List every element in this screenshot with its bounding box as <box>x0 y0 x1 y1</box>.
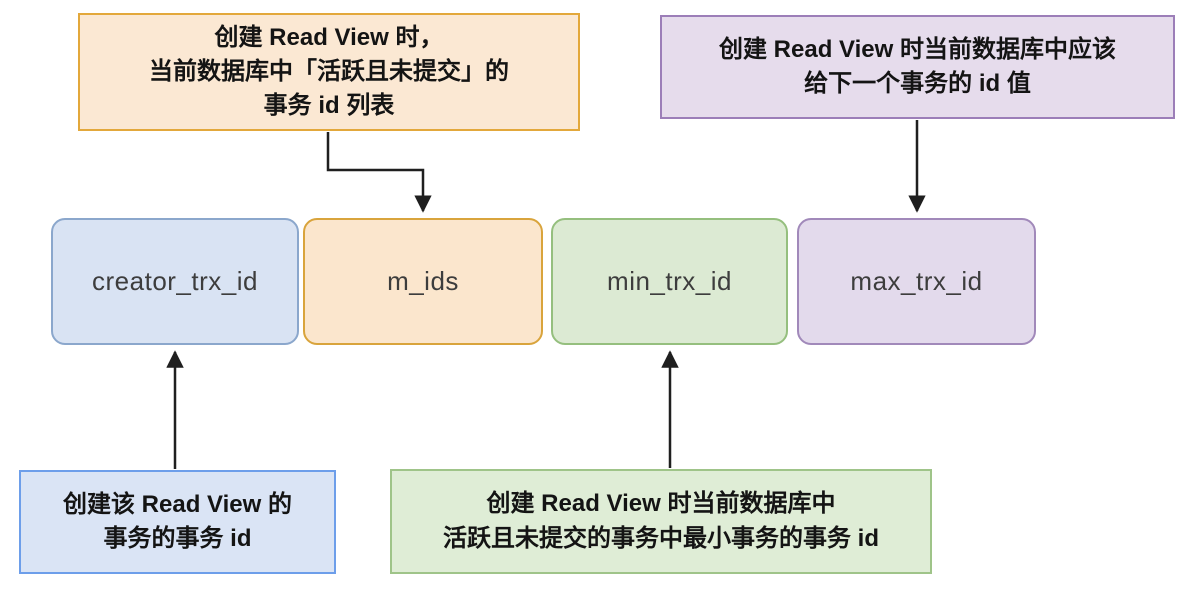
annotation-line: 给下一个事务的 id 值 <box>804 70 1031 97</box>
annotation-min-trx-id: 创建 Read View 时当前数据库中 活跃且未提交的事务中最小事务的事务 i… <box>390 469 932 574</box>
annotation-line: 创建 Read View 时当前数据库中应该 <box>719 35 1116 63</box>
annotation-line: 创建 Read View 时当前数据库中 <box>486 490 836 518</box>
annotation-line: 活跃且未提交的事务中最小事务的事务 id <box>443 524 879 552</box>
annotation-m-ids: 创建 Read View 时， 当前数据库中「活跃且未提交」的 事务 id 列表 <box>78 13 580 131</box>
annotation-max-trx-id: 创建 Read View 时当前数据库中应该 给下一个事务的 id 值 <box>660 15 1175 119</box>
field-label: min_trx_id <box>607 266 732 296</box>
annotation-line: 事务的事务 id <box>103 525 252 552</box>
annotation-line: 当前数据库中「活跃且未提交」的 <box>149 57 509 85</box>
field-box-m-ids: m_ids <box>303 218 543 345</box>
field-label: max_trx_id <box>850 266 983 296</box>
arrow-mids-note-to-mids <box>326 132 432 213</box>
field-label: creator_trx_id <box>92 266 258 296</box>
field-box-min-trx-id: min_trx_id <box>551 218 788 345</box>
field-label: m_ids <box>387 266 459 296</box>
field-box-max-trx-id: max_trx_id <box>797 218 1036 345</box>
annotation-line: 创建该 Read View 的 <box>63 490 292 518</box>
annotation-line: 事务 id 列表 <box>263 92 395 120</box>
annotation-line: 创建 Read View 时， <box>214 23 444 51</box>
field-box-creator-trx-id: creator_trx_id <box>51 218 299 345</box>
annotation-creator-trx-id: 创建该 Read View 的 事务的事务 id <box>19 470 336 574</box>
